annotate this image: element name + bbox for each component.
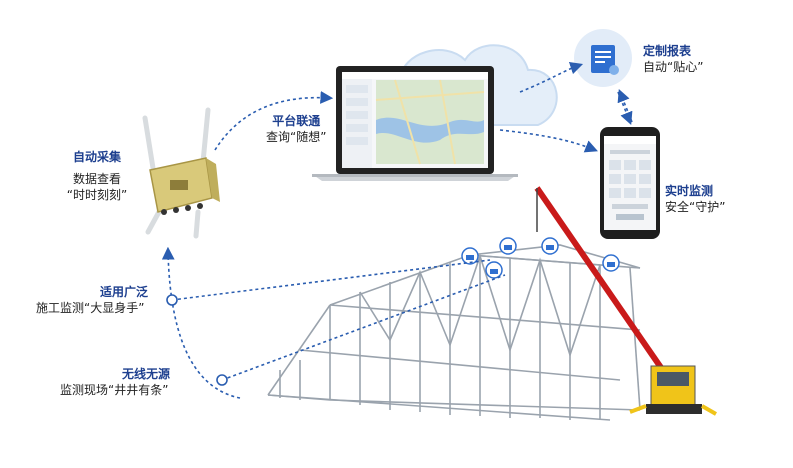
wireless-label: 无线无源 监测现场“井井有条”: [60, 366, 170, 398]
report-label: 定制报表 自动“贴心”: [643, 43, 703, 75]
laptop-map-icon: [312, 66, 518, 181]
monitor-title: 实时监测: [665, 184, 714, 198]
applicable-title: 适用广泛: [100, 285, 149, 299]
wireless-title: 无线无源: [122, 367, 171, 381]
applicable-sub: 施工监测“大显身手”: [36, 301, 145, 315]
crane-truck-image: [534, 186, 717, 416]
report-sub: 自动“贴心”: [643, 60, 704, 74]
steel-structure-image: [267, 244, 641, 421]
platform-label: 平台联通 查询“随想”: [266, 113, 326, 145]
collect-line1: 数据查看: [72, 172, 121, 186]
flow-arrows: [161, 61, 633, 399]
collect-line2: “时时刻刻”: [66, 188, 128, 202]
monitor-label: 实时监测 安全“守护”: [665, 183, 725, 215]
platform-sub: 查询“随想”: [266, 130, 327, 144]
smartphone-icon: [600, 127, 660, 239]
node-applicable: [166, 294, 178, 306]
monitor-sub: 安全“守护”: [665, 200, 726, 214]
wireless-sub: 监测现场“井井有条”: [60, 383, 169, 397]
report-document-icon: [574, 29, 632, 87]
applicable-label: 适用广泛 施工监测“大显身手”: [36, 284, 148, 316]
report-title: 定制报表: [643, 44, 692, 58]
platform-title: 平台联通: [272, 114, 321, 128]
node-wireless: [216, 374, 228, 386]
collect-label: 自动采集 数据查看 “时时刻刻”: [62, 149, 132, 203]
collect-title: 自动采集: [72, 150, 121, 164]
gateway-device-icon: [142, 107, 220, 239]
